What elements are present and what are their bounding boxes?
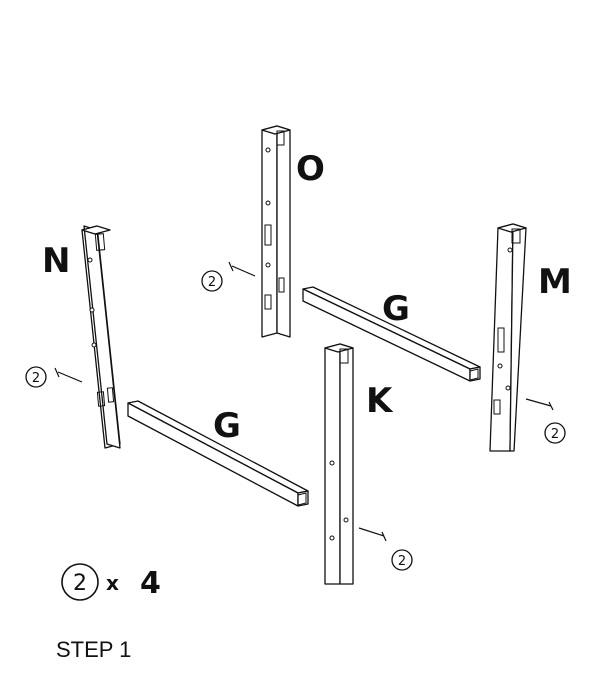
- screw-callout-n: 2: [25, 366, 47, 388]
- leg-o-label: O: [296, 149, 325, 189]
- screw-callout-o: 2: [201, 270, 223, 292]
- quantity-count: 4: [140, 566, 161, 601]
- leg-k-label: K: [366, 381, 394, 421]
- step-label: STEP 1: [56, 637, 132, 662]
- rail-back-label: G: [382, 289, 410, 329]
- rail-g-front: [127, 400, 309, 507]
- screw-m: [525, 398, 554, 411]
- quantity-part: 2: [73, 571, 87, 596]
- screw-k: [358, 527, 387, 542]
- svg-text:2: 2: [32, 371, 40, 386]
- screw-o: [228, 261, 256, 277]
- leg-o: [261, 125, 291, 338]
- quantity-indicator: 2 x 4: [61, 563, 161, 601]
- svg-text:2: 2: [551, 427, 559, 442]
- leg-n-label: N: [42, 241, 70, 281]
- leg-n: [81, 225, 121, 449]
- screw-callout-m: 2: [544, 422, 566, 444]
- screw-callout-k: 2: [391, 549, 413, 571]
- rail-g-back: [302, 286, 481, 382]
- leg-k: [324, 343, 354, 585]
- svg-text:2: 2: [208, 275, 216, 290]
- rail-front-label: G: [213, 406, 241, 446]
- screw-n: [54, 367, 83, 383]
- leg-m: [489, 223, 527, 452]
- quantity-times: x: [106, 571, 119, 595]
- leg-m-label: M: [538, 262, 572, 302]
- svg-text:2: 2: [398, 554, 406, 569]
